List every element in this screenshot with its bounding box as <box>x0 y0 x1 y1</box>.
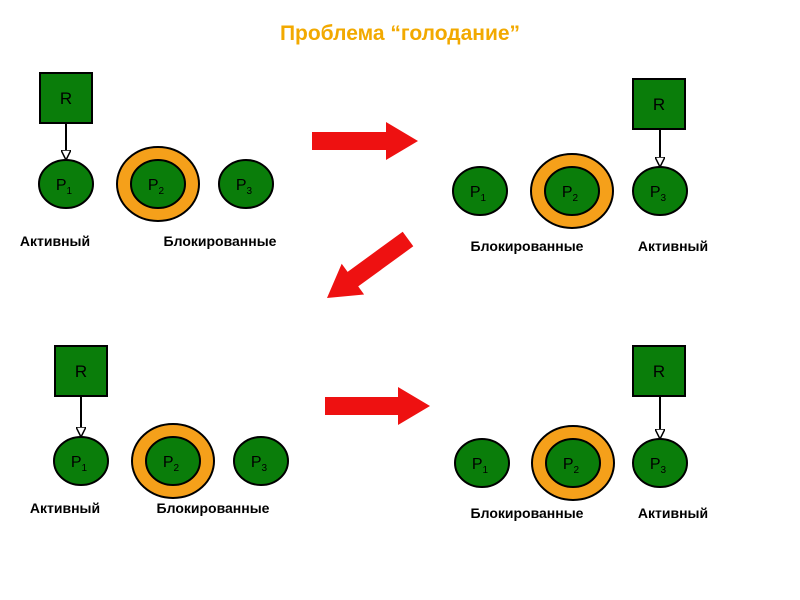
process-p2: P2 <box>116 146 200 222</box>
process-label-subscript: 2 <box>573 193 579 204</box>
process-p2: P2 <box>530 153 614 229</box>
resource-box: R <box>632 345 686 397</box>
process-label-subscript: 3 <box>262 463 268 474</box>
process-p3: P3 <box>233 436 289 486</box>
process-label: P1 <box>56 177 73 197</box>
process-label-base: P <box>562 184 573 201</box>
process-label-base: P <box>56 177 67 194</box>
process-node <box>53 436 109 486</box>
process-label: P3 <box>650 456 667 476</box>
state-label: Активный <box>30 500 100 516</box>
process-label-base: P <box>71 454 82 471</box>
process-label-subscript: 1 <box>82 463 88 474</box>
process-node <box>218 159 274 209</box>
process-node <box>632 438 688 488</box>
process-label: P2 <box>163 454 180 474</box>
resource-label: R <box>653 362 665 381</box>
process-p2: P2 <box>131 423 215 499</box>
process-p1: P1 <box>38 159 94 209</box>
process-node <box>632 166 688 216</box>
process-label: P2 <box>563 456 580 476</box>
transition-arrow-2 <box>327 231 414 298</box>
process-node <box>145 436 201 486</box>
process-node <box>38 159 94 209</box>
resource-square <box>632 78 686 130</box>
process-node <box>452 166 508 216</box>
state-label: Блокированные <box>164 233 277 249</box>
process-label-base: P <box>650 456 661 473</box>
transition-arrows <box>312 122 430 425</box>
process-p3: P3 <box>632 438 688 488</box>
state-label: Блокированные <box>471 238 584 254</box>
transition-arrow-1 <box>312 122 418 160</box>
process-label: P1 <box>71 454 88 474</box>
process-label: P3 <box>650 184 667 204</box>
page-title: Проблема “голодание” <box>280 22 520 45</box>
process-node <box>233 436 289 486</box>
process-label-base: P <box>148 177 159 194</box>
resource-square <box>54 345 108 397</box>
process-p1: P1 <box>452 166 508 216</box>
process-label: P3 <box>251 454 268 474</box>
process-p1: P1 <box>454 438 510 488</box>
state-label: Активный <box>638 238 708 254</box>
process-label-subscript: 3 <box>247 186 253 197</box>
process-label-base: P <box>470 184 481 201</box>
resource-label: R <box>653 95 665 114</box>
process-node <box>454 438 510 488</box>
process-label-subscript: 1 <box>483 465 489 476</box>
state-label: Блокированные <box>471 505 584 521</box>
process-p1: P1 <box>53 436 109 486</box>
process-label-subscript: 2 <box>574 465 580 476</box>
process-label-subscript: 1 <box>481 193 487 204</box>
state-label: Блокированные <box>157 500 270 516</box>
process-p2: P2 <box>531 425 615 501</box>
process-label-subscript: 3 <box>661 193 667 204</box>
process-label-base: P <box>563 456 574 473</box>
process-node <box>545 438 601 488</box>
process-node <box>544 166 600 216</box>
process-label: P1 <box>470 184 487 204</box>
process-label: P2 <box>562 184 579 204</box>
process-label-base: P <box>650 184 661 201</box>
process-label-base: P <box>163 454 174 471</box>
process-label-base: P <box>251 454 262 471</box>
process-label: P2 <box>148 177 165 197</box>
process-label-subscript: 2 <box>159 186 165 197</box>
process-p3: P3 <box>632 166 688 216</box>
resource-label: R <box>75 362 87 381</box>
resource-box: R <box>632 78 686 130</box>
state-label: Активный <box>20 233 90 249</box>
process-label: P1 <box>472 456 489 476</box>
resource-label: R <box>60 89 72 108</box>
process-p3: P3 <box>218 159 274 209</box>
process-node <box>130 159 186 209</box>
process-label-subscript: 2 <box>174 463 180 474</box>
process-label-subscript: 1 <box>67 186 73 197</box>
resource-box: R <box>39 72 93 124</box>
process-label-base: P <box>236 177 247 194</box>
transition-arrow-3 <box>325 387 430 425</box>
process-label-base: P <box>472 456 483 473</box>
state-label: Активный <box>638 505 708 521</box>
resource-box: R <box>54 345 108 397</box>
process-label: P3 <box>236 177 253 197</box>
process-label-subscript: 3 <box>661 465 667 476</box>
